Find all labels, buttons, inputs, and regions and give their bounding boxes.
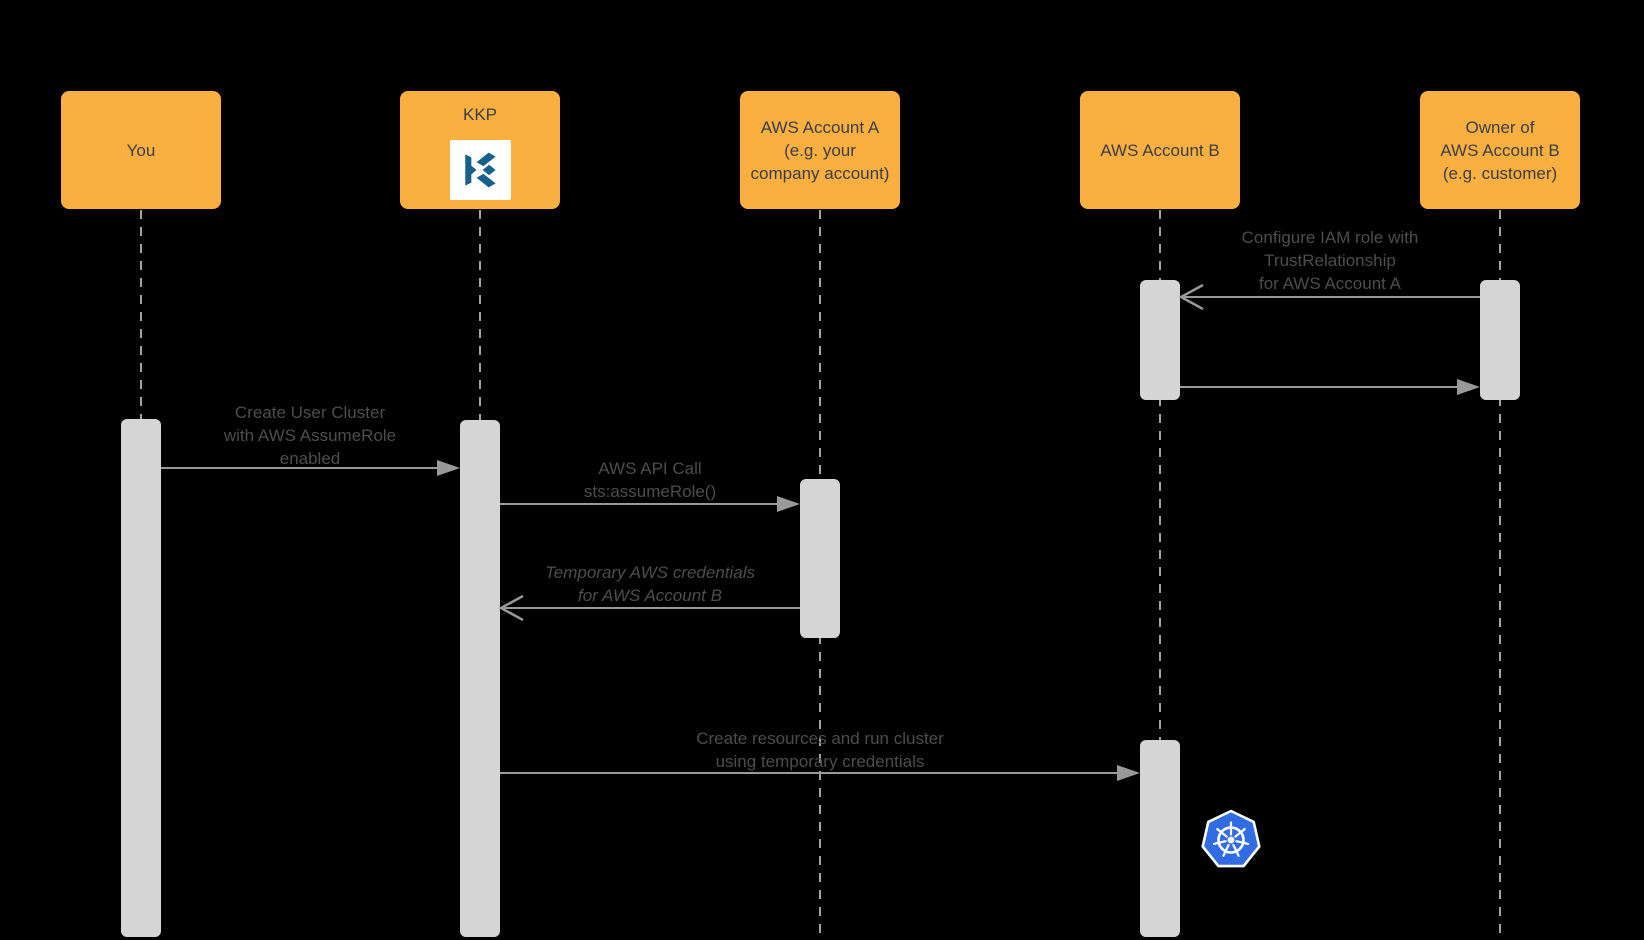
actor-label: AWS Account A <box>760 117 880 137</box>
solid-arrowhead-icon <box>777 496 800 512</box>
message-label-configure-iam-role: Configure IAM role with TrustRelationshi… <box>1241 228 1419 293</box>
solid-arrowhead-icon <box>1457 379 1480 395</box>
message-label-create-user-cluster: Create User Cluster with AWS AssumeRole … <box>223 403 397 468</box>
message-label-temporary-credentials: Temporary AWS credentials for AWS Accoun… <box>544 563 756 605</box>
message-label-create-resources: Create resources and run cluster using t… <box>696 729 944 771</box>
actor-box-aws-account-b: AWS Account B <box>1080 91 1240 209</box>
actor-label: KKP <box>462 105 498 124</box>
activation-bar-kkp <box>460 420 500 937</box>
actor-label: AWS Account B <box>1440 140 1560 160</box>
solid-arrowhead-icon <box>437 460 460 476</box>
activation-bar-aws-account-b-1 <box>1140 280 1180 400</box>
solid-arrowhead-icon <box>1117 765 1140 781</box>
message-arrow-iam-role-ack <box>1180 379 1480 395</box>
activation-bar-aws-account-a <box>800 479 840 638</box>
message-label-aws-api-call: AWS API Call sts:assumeRole() <box>583 459 717 501</box>
kubermatic-icon <box>465 152 496 188</box>
actor-label: (e.g. customer) <box>1442 163 1558 183</box>
actor-label: AWS Account B <box>1100 140 1220 160</box>
activation-bar-aws-account-b-2 <box>1140 740 1180 937</box>
kubermatic-logo-chip <box>449 140 511 200</box>
actor-box-you: You <box>61 91 221 209</box>
actor-box-owner-account-b: Owner of AWS Account B (e.g. customer) <box>1420 91 1580 209</box>
open-arrowhead-icon <box>498 594 524 622</box>
activation-bar-owner-account-b <box>1480 280 1520 400</box>
actor-label: (e.g. your <box>784 140 856 160</box>
actor-box-kkp: KKP <box>400 91 560 209</box>
kubernetes-icon <box>1201 809 1261 868</box>
actor-label: Owner of <box>1465 117 1535 137</box>
actor-label: company account) <box>750 163 890 183</box>
actor-box-aws-account-a: AWS Account A (e.g. your company account… <box>740 91 900 209</box>
open-arrowhead-icon <box>1178 283 1204 311</box>
actor-label: You <box>126 140 156 160</box>
activation-bar-you <box>121 419 161 937</box>
